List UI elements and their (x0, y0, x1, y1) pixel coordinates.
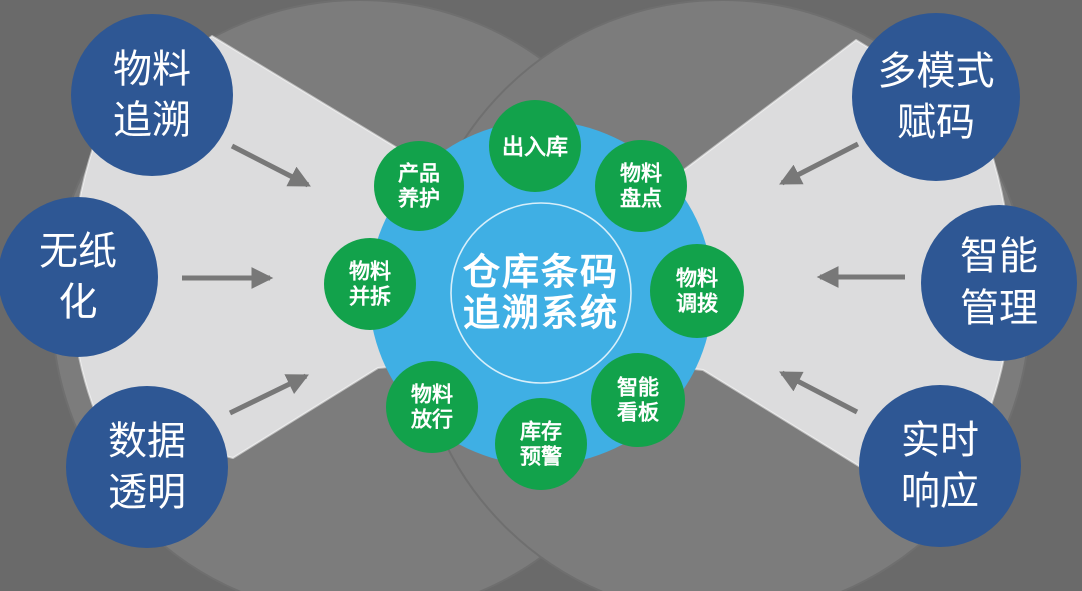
arrows (182, 141, 905, 416)
module-circle (374, 141, 464, 231)
benefit-label-line1: 物料 (113, 49, 191, 92)
module-material-release: 物料 放行 (386, 361, 478, 453)
module-label-line1: 物料 (676, 267, 718, 291)
benefit-circle (71, 14, 233, 176)
module-label-line1: 产品 (398, 162, 440, 186)
module-label-line2: 养护 (397, 187, 440, 211)
benefit-material-tracing: 物料 追溯 (71, 14, 233, 176)
benefit-label-line2: 透明 (108, 472, 186, 515)
arrow-data-transparency (228, 373, 309, 416)
arrow-multi-mode-coding (779, 141, 860, 186)
benefit-label-line2: 追溯 (113, 100, 191, 143)
module-inbound-outbound: 出入库 (489, 100, 581, 192)
module-circle (489, 100, 581, 192)
module-label-line1: 库存 (520, 420, 562, 444)
benefit-circle (921, 205, 1077, 361)
benefit-smart-management: 智能 管理 (921, 205, 1077, 361)
benefit-multi-mode-coding: 多模式 赋码 (852, 13, 1020, 181)
hub-title-line2: 追溯系统 (463, 293, 619, 334)
module-product-maintenance: 产品 养护 (374, 141, 464, 231)
module-circle (595, 140, 687, 232)
benefit-label-line2: 赋码 (897, 102, 975, 145)
arrow-real-time-response (779, 370, 859, 415)
benefit-circle (66, 386, 228, 548)
benefit-label-line2: 管理 (960, 288, 1038, 331)
benefit-label-line2: 响应 (901, 471, 979, 514)
benefit-circle (0, 197, 158, 357)
module-stock-alert: 库存 预警 (495, 398, 587, 490)
hub-title-line1: 仓库条码 (463, 252, 619, 293)
module-label-line2: 盘点 (620, 187, 662, 211)
module-label-line2: 预警 (520, 445, 562, 469)
module-label-line2: 看板 (617, 402, 660, 425)
benefit-paperless: 无纸 化 (0, 197, 158, 357)
module-circle (591, 353, 685, 447)
module-smart-kanban: 智能 看板 (591, 353, 685, 447)
benefit-label-line1: 多模式 (877, 51, 994, 94)
benefit-circle (852, 13, 1020, 181)
benefit-label-line1: 智能 (960, 236, 1038, 279)
module-label: 出入库 (502, 135, 568, 160)
module-circle (324, 238, 416, 330)
module-label-line1: 物料 (349, 260, 391, 284)
benefit-data-transparency: 数据 透明 (66, 386, 228, 548)
benefit-label-line1: 无纸 (39, 231, 117, 274)
benefit-label-line1: 数据 (108, 421, 186, 464)
module-circle (650, 244, 744, 338)
benefit-label-line1: 实时 (901, 420, 979, 463)
module-circle (386, 361, 478, 453)
module-material-allocation: 物料 调拨 (650, 244, 744, 338)
module-label-line1: 物料 (411, 383, 453, 407)
module-label-line2: 放行 (410, 408, 453, 432)
module-circle (495, 398, 587, 490)
module-label-line2: 调拨 (676, 293, 719, 316)
benefit-circle (859, 385, 1021, 547)
benefit-real-time-response: 实时 响应 (859, 385, 1021, 547)
module-label-line1: 物料 (620, 162, 662, 186)
hub-inner-ring (450, 202, 632, 384)
benefit-label-line2: 化 (58, 282, 97, 325)
arrow-material-tracing (230, 143, 311, 188)
module-label-line1: 智能 (617, 376, 659, 400)
module-label-line2: 并拆 (349, 285, 391, 309)
module-material-stocktaking: 物料 盘点 (595, 140, 687, 232)
module-material-merge-split: 物料 并拆 (324, 238, 416, 330)
